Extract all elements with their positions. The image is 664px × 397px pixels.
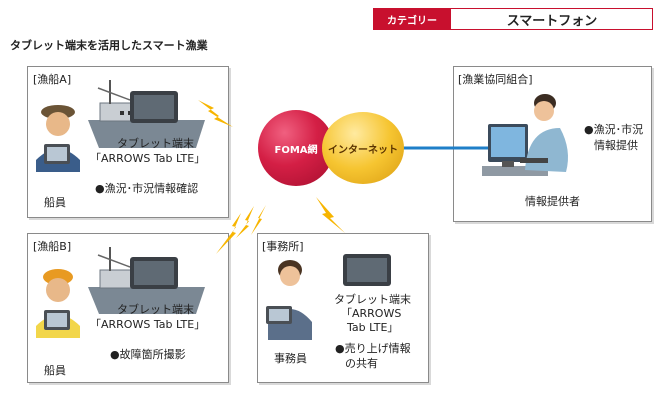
boat-b-label: [漁船B]	[33, 240, 72, 253]
boat-b-device-name: タブレット端末	[117, 303, 194, 316]
office-use-1: ●売り上げ情報	[335, 342, 411, 355]
lightning-icons	[198, 100, 345, 254]
ship-icon	[88, 247, 205, 314]
boat-a-crew-label: 船員	[44, 196, 66, 209]
coop-use-1: ●漁況･市況	[584, 123, 644, 136]
boat-a-device-name: タブレット端末	[117, 137, 194, 150]
office-device-model-2: Tab LTE」	[347, 321, 399, 334]
lightning-icon	[236, 206, 254, 238]
ship-icon	[88, 80, 205, 148]
office-clerk-label: 事務員	[274, 352, 307, 365]
boat-a-use: ●漁況･市況情報確認	[95, 182, 199, 195]
tablet-icon	[343, 254, 391, 286]
office-clerk-icon	[266, 260, 312, 340]
category-value: スマートフォン	[506, 13, 598, 29]
boat-a-device-model: 「ARROWS Tab LTE」	[90, 152, 206, 165]
boat-a-label: [漁船A]	[33, 73, 72, 86]
office-use-2: の共有	[345, 357, 378, 370]
diagram-title: タブレット端末を活用したスマート漁業	[10, 39, 208, 52]
lightning-icon	[251, 205, 266, 235]
internet-network: インターネット	[322, 112, 404, 184]
boat-b-device-model: 「ARROWS Tab LTE」	[90, 318, 206, 331]
tablet-icon	[130, 91, 178, 123]
lightning-icon	[216, 213, 241, 254]
boat-b-use: ●故障箇所撮影	[110, 348, 186, 361]
crew-member-icon	[36, 269, 80, 338]
tablet-icon	[130, 257, 178, 289]
category-label: カテゴリー	[373, 8, 451, 30]
information-provider-icon	[482, 94, 568, 176]
lightning-icon	[316, 197, 345, 233]
office-label: [事務所]	[262, 240, 304, 253]
office-device-model-1: 「ARROWS	[341, 307, 402, 320]
office-device-name: タブレット端末	[334, 293, 411, 306]
boat-b-crew-label: 船員	[44, 364, 66, 377]
coop-provider-label: 情報提供者	[525, 195, 580, 208]
foma-network: FOMA網	[258, 110, 334, 186]
lightning-icon	[198, 100, 233, 127]
coop-label: [漁業協同組合]	[458, 73, 533, 86]
crew-member-icon	[36, 105, 80, 172]
coop-use-2: 情報提供	[594, 139, 638, 152]
